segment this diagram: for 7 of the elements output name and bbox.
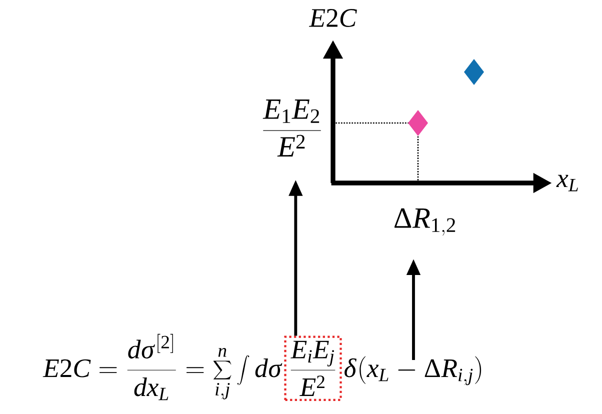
axis-value-label: $\Delta R_{1,2}$	[394, 208, 456, 236]
formula: $E2C = \frac{d\sigma^{[2]}}{dx_L} = \sum_{i,j}^{n} \int d\sigma$	[42, 334, 282, 400]
axis-label: $E2C$	[309, 9, 357, 27]
axis-value-label: $\frac{E_1E_2}{E^2}$	[262, 100, 321, 156]
highlight-box: $\frac{E_iE_j}{E^2}$	[284, 336, 342, 402]
axis-label: $x_L$	[556, 174, 578, 192]
formula-term: $\delta(x_L - \Delta R_{i,j})$	[344, 356, 482, 386]
